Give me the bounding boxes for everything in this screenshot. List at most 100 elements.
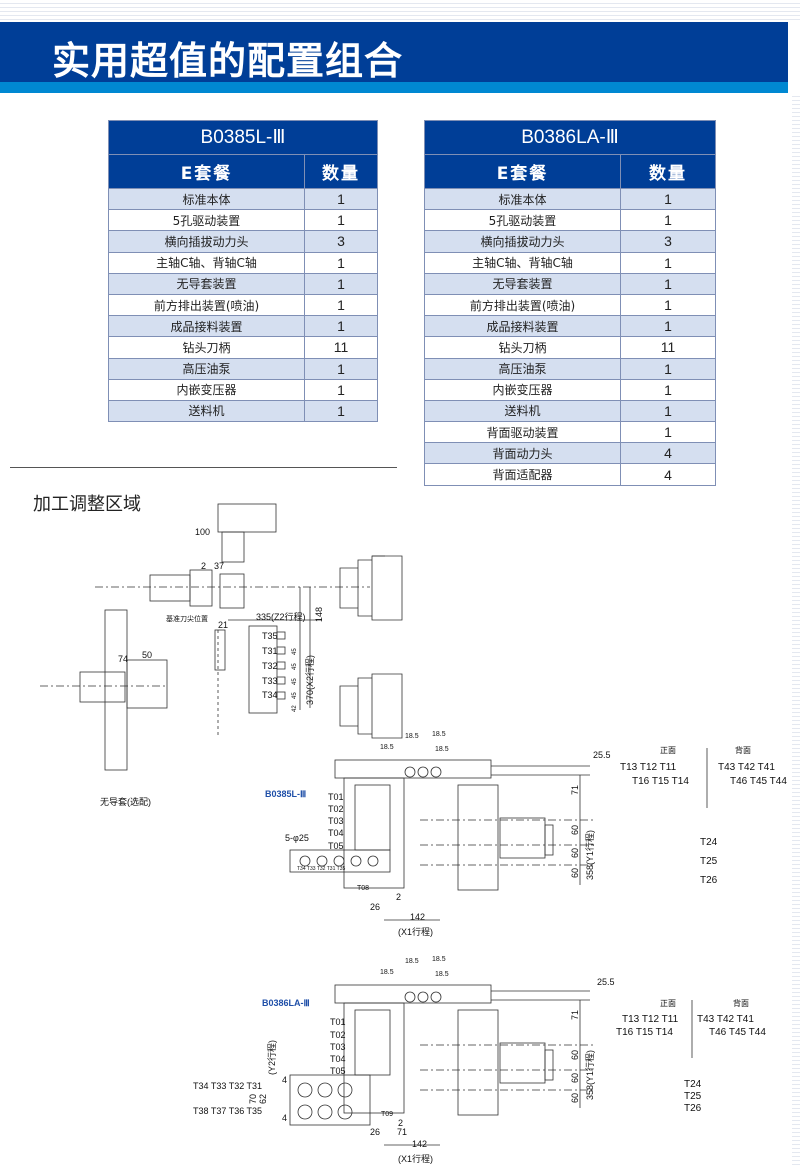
dim-100: 100 bbox=[195, 527, 211, 537]
ref-position-label: 基准刀尖位置 bbox=[166, 616, 208, 623]
holes-label: 5-φ25 bbox=[285, 833, 309, 843]
back-label: 背面 bbox=[735, 746, 751, 755]
item-qty: 1 bbox=[304, 357, 378, 380]
z2-stroke: 335(Z2行程) bbox=[256, 612, 306, 622]
divider bbox=[10, 467, 397, 468]
model-label: B0386LA-Ⅲ bbox=[262, 998, 310, 1008]
item-name: 高压油泵 bbox=[108, 357, 305, 380]
col-qty: 数量 bbox=[620, 154, 716, 189]
back-tools: T43 T42 T41 bbox=[718, 762, 775, 773]
dim-25-5: 25.5 bbox=[597, 977, 615, 987]
section-title: 加工调整区域 bbox=[33, 494, 141, 515]
front-tools: T13 T12 T11 bbox=[620, 762, 677, 773]
dim-26: 26 bbox=[370, 902, 381, 912]
table-row: 前方排出装置(喷油)1 bbox=[108, 293, 378, 317]
dim-71: 71 bbox=[570, 1009, 580, 1020]
dim-18-5: 18.5 bbox=[405, 958, 419, 965]
pitch: 45 bbox=[292, 692, 298, 699]
item-qty: 3 bbox=[304, 230, 378, 253]
back-tools: T46 T45 T44 bbox=[709, 1027, 766, 1038]
side-stripes bbox=[792, 93, 800, 1165]
item-name: 无导套装置 bbox=[424, 272, 621, 295]
dim-70: 70 bbox=[248, 1093, 258, 1104]
tool-t24: T24 bbox=[684, 1079, 702, 1090]
back-label: 背面 bbox=[733, 999, 749, 1008]
item-name: 送料机 bbox=[108, 399, 305, 423]
x2-stroke: 370(X2行程) bbox=[305, 654, 315, 705]
dim-71: 71 bbox=[570, 784, 580, 795]
dim-37: 37 bbox=[214, 561, 225, 571]
pitch: 45 bbox=[292, 648, 298, 655]
dim-25-5: 25.5 bbox=[593, 750, 611, 760]
item-qty: 1 bbox=[304, 187, 378, 211]
item-qty: 1 bbox=[620, 187, 716, 211]
dim-18-5: 18.5 bbox=[435, 971, 449, 978]
tool-label: T34 bbox=[262, 690, 278, 700]
item-qty: 11 bbox=[304, 336, 378, 359]
item-name: 成品接料装置 bbox=[108, 315, 305, 338]
dim-18-5: 18.5 bbox=[380, 969, 394, 976]
dim-18-5: 18.5 bbox=[432, 956, 446, 963]
tool-t09: T09 bbox=[381, 1111, 394, 1118]
dim-18-5: 18.5 bbox=[432, 731, 446, 738]
tool-t26: T26 bbox=[684, 1103, 702, 1114]
item-name: 横向插拔动力头 bbox=[424, 230, 621, 253]
item-qty: 1 bbox=[620, 399, 716, 423]
tool-t25: T25 bbox=[684, 1091, 702, 1102]
x1-stroke: (X1行程) bbox=[398, 1154, 434, 1164]
model-label: B0385L-Ⅲ bbox=[265, 789, 307, 799]
rear-tools: T38 T37 T36 T35 bbox=[193, 1106, 263, 1116]
front-tools: T16 T15 T14 bbox=[632, 776, 689, 787]
item-qty: 1 bbox=[620, 357, 716, 380]
dim-60: 60 bbox=[570, 1072, 580, 1083]
item-name: 成品接料装置 bbox=[424, 315, 621, 338]
dim-4: 4 bbox=[282, 1075, 288, 1085]
dim-142: 142 bbox=[410, 912, 426, 922]
tool-label: T04 bbox=[330, 1054, 346, 1064]
item-qty: 4 bbox=[620, 463, 716, 486]
dim-60: 60 bbox=[570, 824, 580, 835]
rear-tools: T34 T33 T32 T31 bbox=[193, 1081, 263, 1091]
item-name: 无导套装置 bbox=[108, 272, 305, 295]
dim-18-5: 18.5 bbox=[435, 746, 449, 753]
dim-60: 60 bbox=[570, 1049, 580, 1060]
small-tools: T34 T33 T32 T31 T35 bbox=[297, 866, 346, 872]
tool-label: T32 bbox=[262, 661, 278, 671]
pitch: 42 bbox=[292, 705, 298, 712]
tool-label: T03 bbox=[330, 1042, 346, 1052]
page-title: 实用超值的配置组合 bbox=[52, 39, 404, 83]
tool-label: T02 bbox=[328, 804, 344, 814]
item-qty: 1 bbox=[304, 315, 378, 338]
item-name: 高压油泵 bbox=[424, 357, 621, 380]
x1-stroke: (X1行程) bbox=[398, 927, 434, 937]
item-qty: 1 bbox=[304, 272, 378, 295]
dim-60: 60 bbox=[570, 847, 580, 858]
item-name: 主轴C轴、背轴C轴 bbox=[424, 251, 621, 274]
dim-71: 71 bbox=[397, 1127, 408, 1137]
front-tools: T16 T15 T14 bbox=[616, 1027, 673, 1038]
tool-label: T03 bbox=[328, 816, 344, 826]
item-name: 内嵌变压器 bbox=[108, 378, 305, 401]
dim-26: 26 bbox=[370, 1127, 381, 1137]
dim-60: 60 bbox=[570, 867, 580, 878]
dim-62: 62 bbox=[258, 1093, 268, 1104]
item-name: 钻头刀柄 bbox=[108, 336, 305, 359]
tool-t26: T26 bbox=[700, 875, 718, 886]
tool-label: T05 bbox=[328, 841, 344, 851]
tool-label: T35 bbox=[262, 631, 278, 641]
